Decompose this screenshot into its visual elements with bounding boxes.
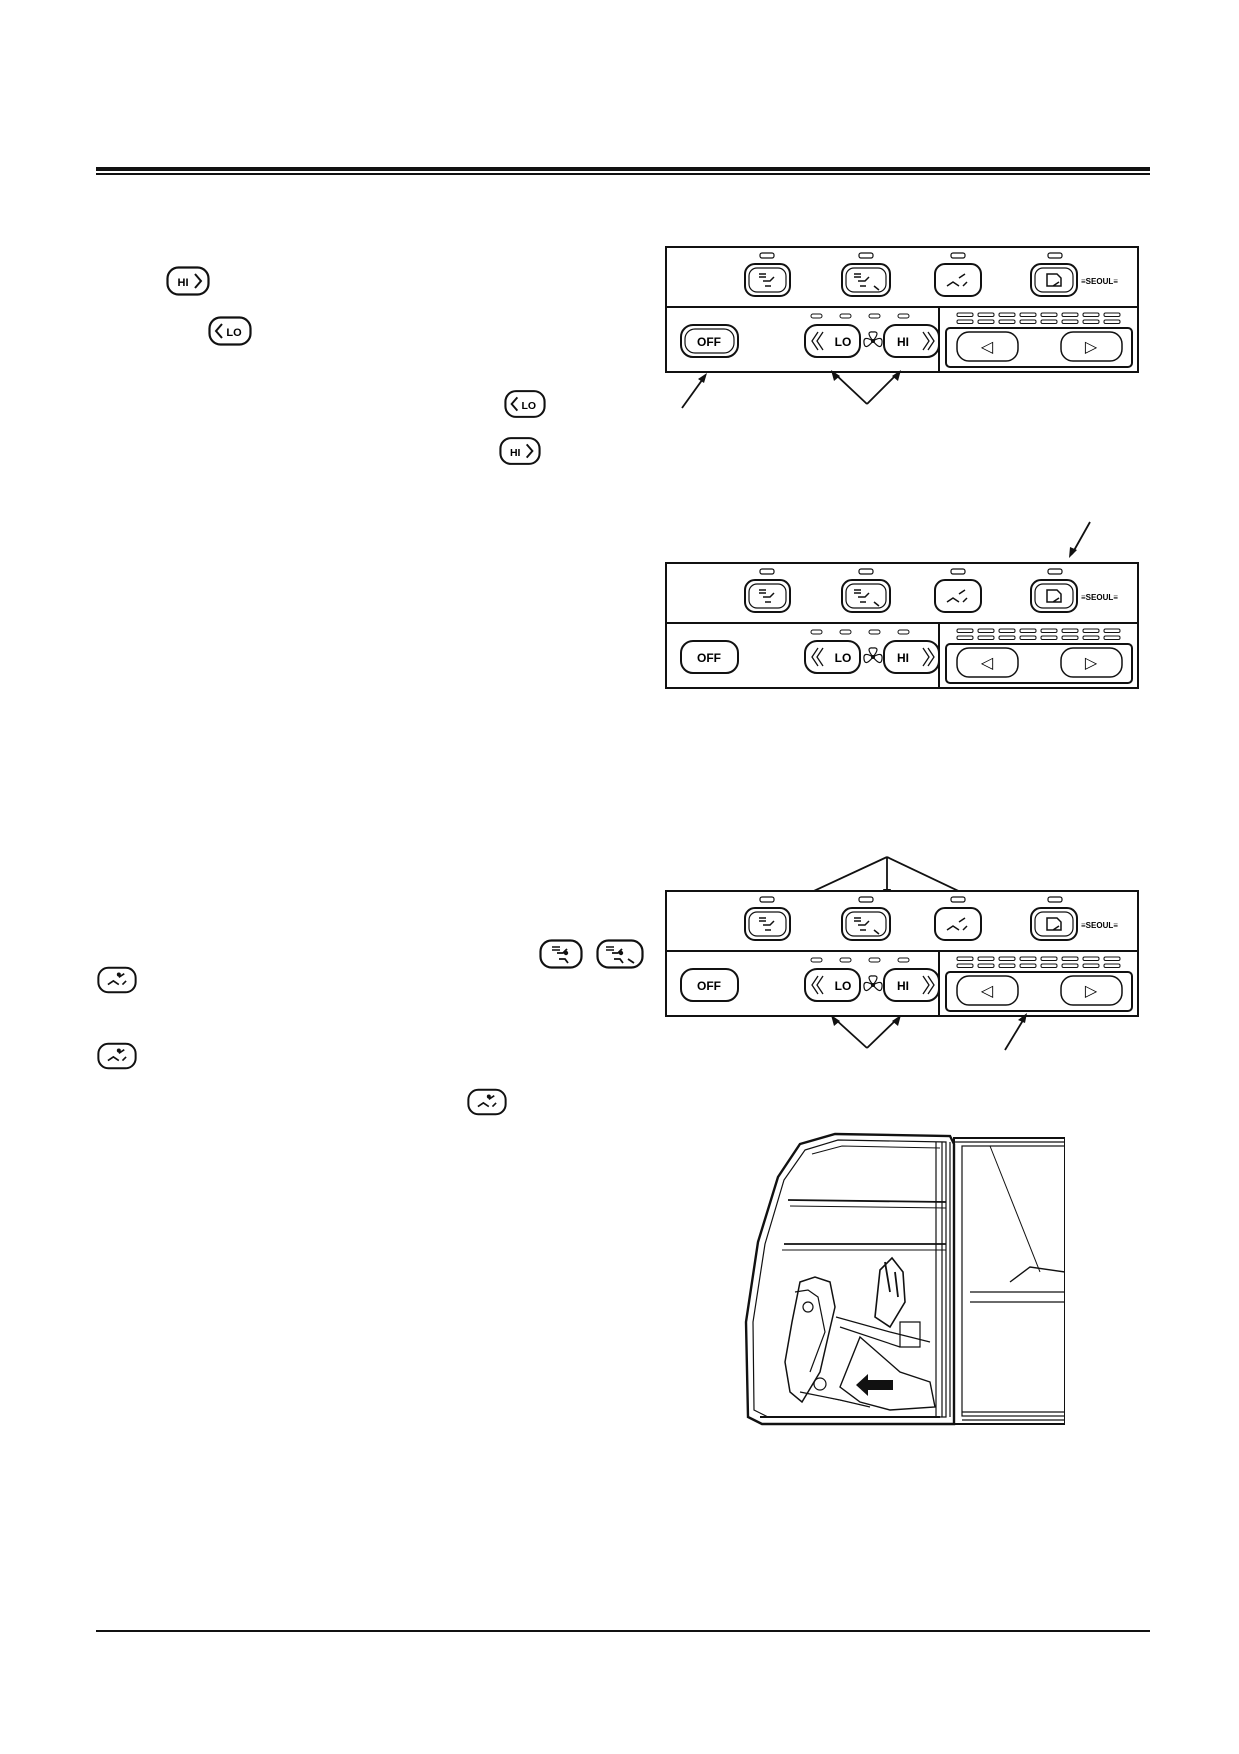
mode-buttons-row: ≡SEOUL≡ xyxy=(744,252,1118,297)
svg-text:HI: HI xyxy=(178,277,189,289)
svg-text:LO: LO xyxy=(226,327,242,339)
svg-text:◁: ◁ xyxy=(981,655,994,672)
svg-text:HI: HI xyxy=(897,651,909,665)
header-rule-thin xyxy=(96,173,1150,175)
face-foot-vent-icon xyxy=(467,1088,507,1116)
svg-text:≡SEOUL≡: ≡SEOUL≡ xyxy=(1081,593,1118,602)
svg-text:▷: ▷ xyxy=(1085,655,1098,672)
lo-button: LO xyxy=(835,335,852,349)
svg-text:HI: HI xyxy=(897,979,909,993)
temperature-leds xyxy=(956,312,1121,324)
cab-interior-illustration xyxy=(744,1132,1065,1426)
svg-text:OFF: OFF xyxy=(697,651,721,665)
fan-icon xyxy=(863,331,883,348)
svg-text:OFF: OFF xyxy=(697,979,721,993)
defrost-face-icon xyxy=(539,939,583,969)
hi-button: HI xyxy=(897,335,909,349)
lo-button-icon: LO xyxy=(504,390,546,418)
off-button: OFF xyxy=(697,335,721,349)
svg-text:≡SEOUL≡: ≡SEOUL≡ xyxy=(1081,277,1118,286)
header-rule-thick xyxy=(96,167,1150,171)
hi-button-icon: HI xyxy=(166,266,210,296)
svg-text:HI: HI xyxy=(510,447,521,459)
arrow-left-icon: ◁ xyxy=(981,339,994,356)
control-panel-1: ≡SEOUL≡ OFF LO HI ◁ ▷ xyxy=(665,246,1139,409)
svg-text:◁: ◁ xyxy=(981,983,994,1000)
svg-text:LO: LO xyxy=(835,651,852,665)
lo-button-icon: LO xyxy=(208,316,252,346)
svg-text:≡SEOUL≡: ≡SEOUL≡ xyxy=(1081,921,1118,930)
footer-rule xyxy=(96,1630,1150,1632)
svg-text:▷: ▷ xyxy=(1085,983,1098,1000)
face-foot-vent-icon xyxy=(97,966,137,994)
arrow-right-icon: ▷ xyxy=(1085,339,1098,356)
control-panel-2: ≡SEOUL≡ OFF LO HI ◁ ▷ xyxy=(665,521,1139,689)
fan-speed-leds xyxy=(810,313,910,319)
hi-button-icon: HI xyxy=(499,437,541,465)
face-foot-vent-icon xyxy=(97,1042,137,1070)
control-panel-3: ≡SEOUL≡ OFF LO HI ◁ ▷ xyxy=(665,856,1139,1051)
svg-text:LO: LO xyxy=(522,400,537,412)
svg-text:LO: LO xyxy=(835,979,852,993)
defrost-face-foot-icon xyxy=(596,939,644,969)
